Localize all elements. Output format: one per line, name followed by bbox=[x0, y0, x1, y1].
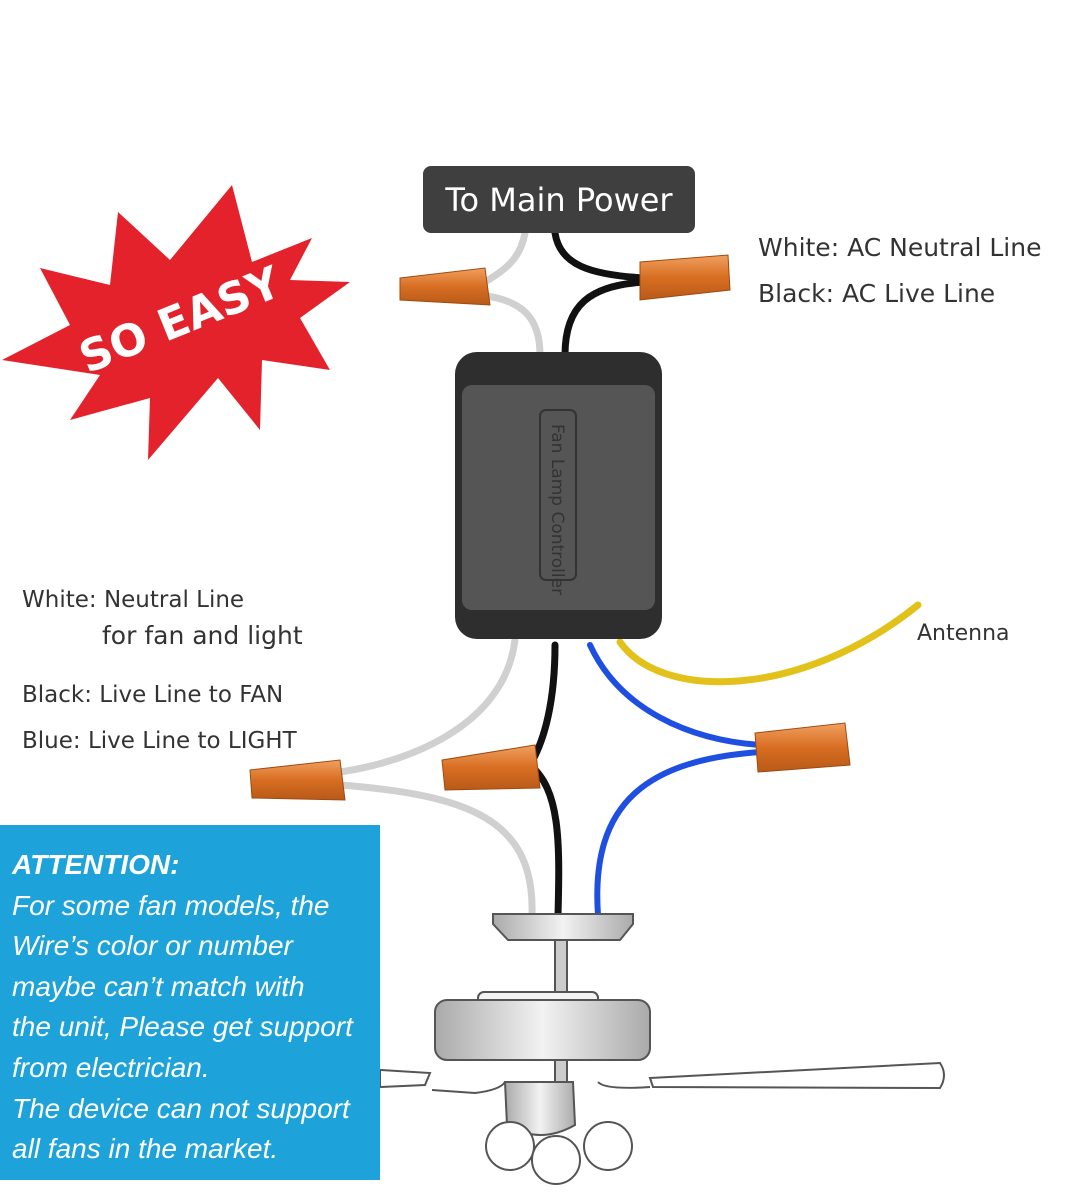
controller-label: Fan Lamp Controller bbox=[547, 424, 567, 595]
white-wire-fan-b bbox=[336, 781, 536, 919]
white-wire-to-box bbox=[476, 291, 544, 359]
attention-line: maybe can’t match with bbox=[12, 970, 305, 1002]
so-easy-starburst bbox=[2, 185, 350, 460]
blue-wire-light-b bbox=[594, 749, 763, 918]
white-ac-neutral-label: White: AC Neutral Line bbox=[758, 233, 1042, 262]
white-neutral-label: White: Neutral Line bbox=[22, 587, 245, 613]
wire-connector bbox=[249, 759, 346, 801]
white-wire-main bbox=[476, 229, 529, 289]
attention-box: ATTENTION: For some fan models, the Wire… bbox=[0, 825, 380, 1180]
ceiling-fan bbox=[379, 913, 945, 1185]
wire-connector bbox=[639, 254, 731, 301]
main-power-label: To Main Power bbox=[423, 166, 695, 233]
attention-line: For some fan models, the bbox=[12, 889, 330, 921]
wire-connector bbox=[399, 267, 491, 306]
white-neutral-label-2: for fan and light bbox=[102, 621, 303, 650]
black-wire-main bbox=[551, 229, 649, 282]
black-fan-label: Black: Live Line to FAN bbox=[22, 682, 284, 708]
attention-line: all fans in the market. bbox=[12, 1133, 279, 1165]
wire-connector bbox=[441, 744, 541, 791]
blue-light-label: Blue: Live Line to LIGHT bbox=[22, 728, 297, 754]
attention-line: from electrician. bbox=[12, 1051, 210, 1083]
blue-wire-light bbox=[587, 642, 763, 748]
attention-line: The device can not support bbox=[12, 1092, 350, 1124]
black-ac-live-label: Black: AC Live Line bbox=[758, 279, 996, 308]
black-wire-to-box bbox=[561, 278, 649, 359]
wire-connector bbox=[754, 722, 851, 773]
white-wire-fan-a bbox=[336, 636, 519, 776]
antenna-label: Antenna bbox=[917, 621, 1010, 646]
controller-box: Fan Lamp Controller bbox=[455, 352, 662, 639]
antenna-wire bbox=[616, 601, 922, 686]
attention-title: ATTENTION: bbox=[12, 849, 180, 880]
attention-line: the unit, Please get support bbox=[12, 1011, 353, 1043]
attention-line: Wire’s color or number bbox=[12, 930, 293, 962]
